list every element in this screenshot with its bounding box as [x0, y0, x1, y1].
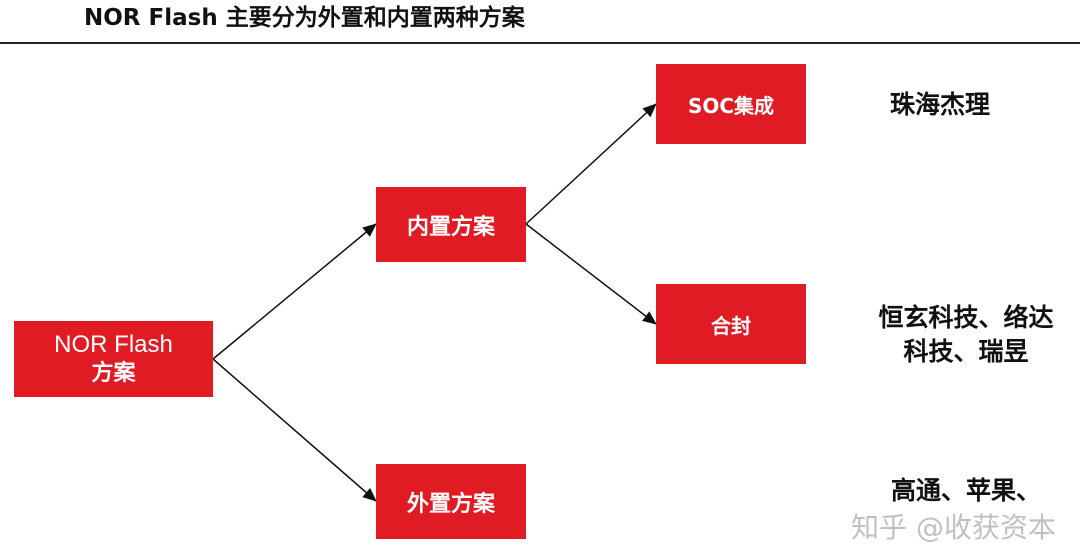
arrow-internal-to-soc [525, 103, 657, 225]
node-external-label: 外置方案 [406, 491, 495, 517]
page-title: NOR Flash 主要分为外置和内置两种方案 [84, 5, 525, 31]
node-root-line2: 方案 [91, 361, 136, 386]
watermark: 知乎 @收获资本 [851, 511, 1056, 544]
node-internal-scheme: 内置方案 [376, 187, 526, 262]
vendor-package-line2: 科技、瑞昱 [903, 337, 1029, 366]
vendor-list-soc: 珠海杰理 [852, 88, 1028, 122]
vendor-soc-text: 珠海杰理 [889, 90, 990, 119]
node-co-package: 合封 [656, 284, 806, 364]
node-soc-label: SOC集成 [687, 93, 775, 118]
vendor-list-package: 恒玄科技、络达 科技、瑞昱 [852, 301, 1080, 369]
node-external-scheme: 外置方案 [376, 464, 526, 539]
vendor-list-external: 高通、苹果、 [852, 474, 1080, 508]
arrow-root-to-internal [212, 223, 377, 360]
vendor-external-text: 高通、苹果、 [890, 476, 1041, 505]
node-root-line1: NOR Flash [54, 331, 173, 358]
node-soc-integration: SOC集成 [656, 64, 806, 144]
arrow-internal-to-package [525, 223, 657, 325]
title-divider [0, 42, 1080, 44]
node-package-label: 合封 [711, 313, 751, 338]
vendor-package-line1: 恒玄科技、络达 [878, 303, 1054, 332]
node-internal-label: 内置方案 [406, 214, 495, 240]
node-nor-flash-scheme: NOR Flash 方案 [14, 321, 213, 397]
arrow-root-to-external [212, 358, 377, 502]
